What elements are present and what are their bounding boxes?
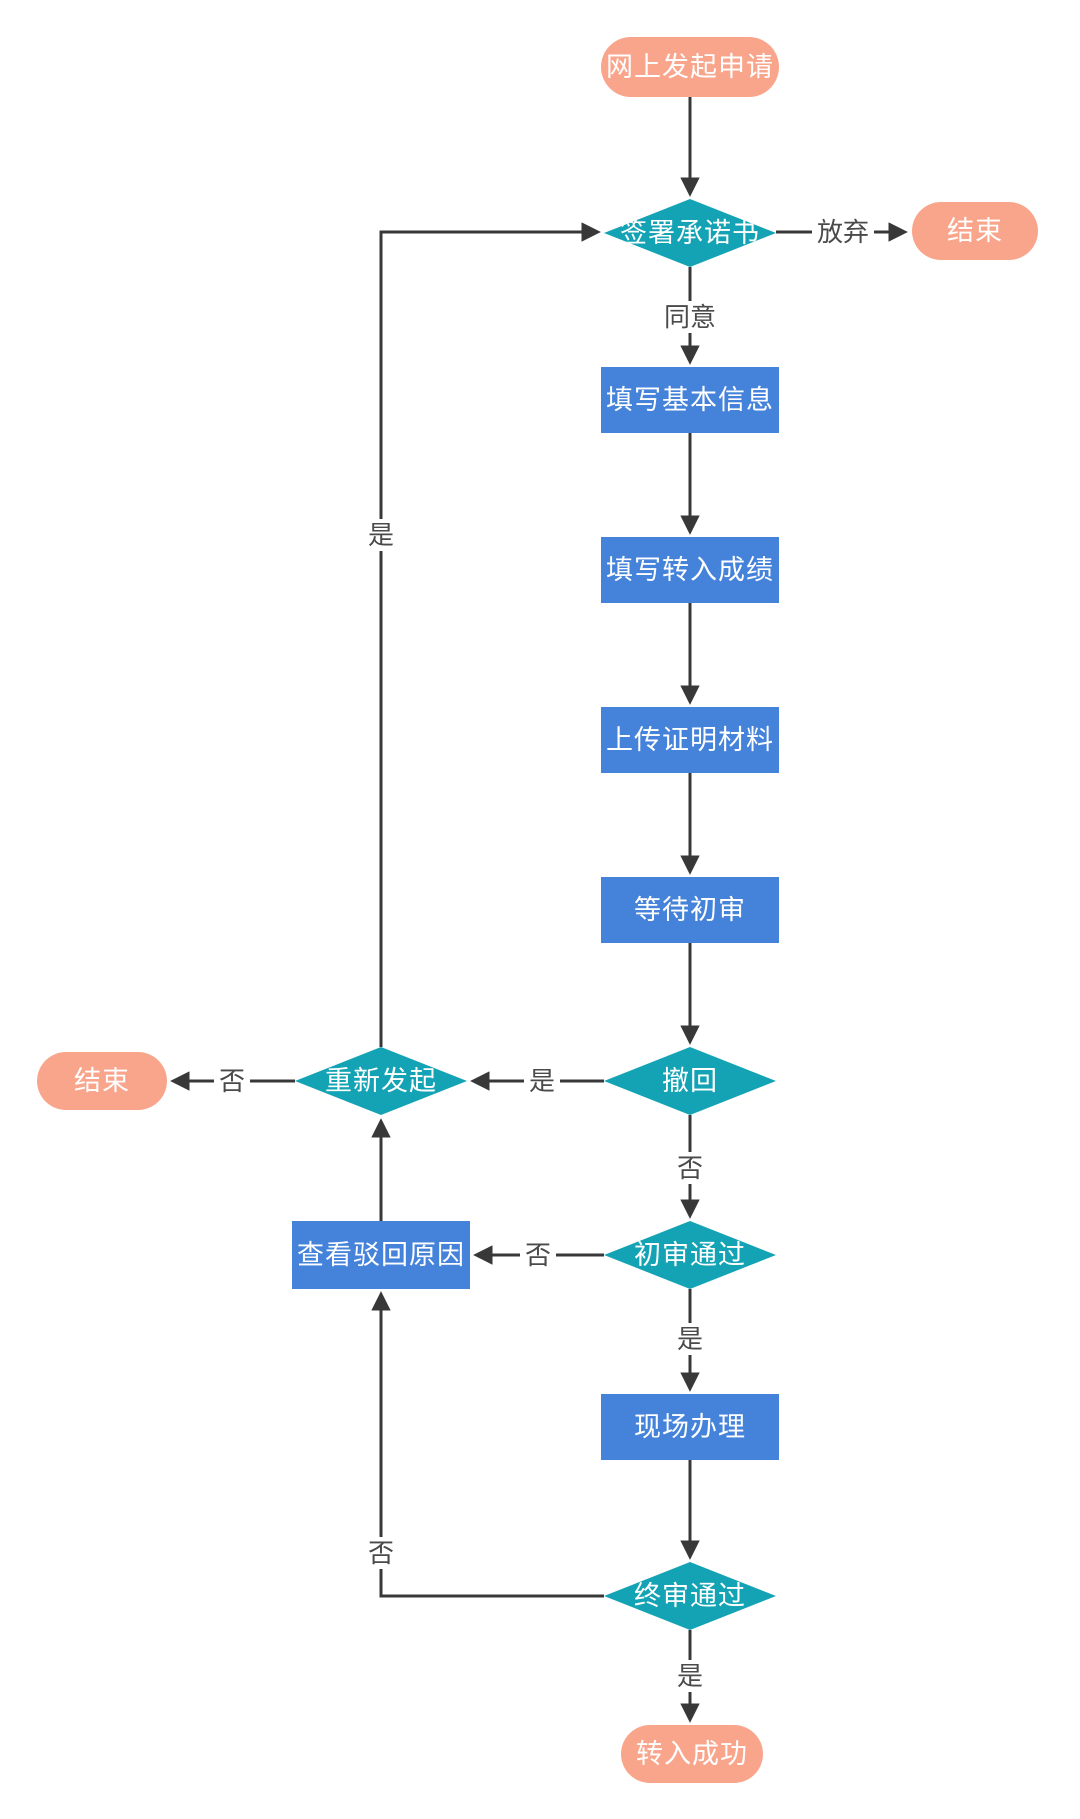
edge-label-withdraw-yes: 是 [523,1065,561,1097]
process-fill-basic-info: 填写基本信息 [601,367,779,433]
edge-label-final-review-no: 否 [362,1537,400,1569]
node-label: 现场办理 [634,1411,746,1442]
terminal-end-right: 结束 [912,202,1038,260]
node-label: 结束 [947,215,1003,246]
edge-final-review-to-view-reason [371,1291,604,1598]
node-label: 结束 [74,1065,130,1096]
process-onsite-handling: 现场办理 [601,1394,779,1460]
process-upload-proof-materials: 上传证明材料 [601,707,779,773]
node-label: 等待初审 [634,894,746,925]
node-label: 初审通过 [634,1239,746,1270]
node-label: 填写转入成绩 [606,554,774,585]
node-label: 网上发起申请 [606,51,774,82]
node-label: 上传证明材料 [606,724,774,755]
edge-label-restart-no: 否 [213,1065,251,1097]
process-fill-transfer-scores: 填写转入成绩 [601,537,779,603]
edge-label-final-review-yes: 是 [671,1660,709,1692]
edge-label-restart-yes: 是 [362,519,400,551]
edge-label-agree: 同意 [658,301,722,333]
node-label: 撤回 [662,1065,718,1096]
terminal-transfer-success: 转入成功 [621,1725,763,1783]
node-label: 填写基本信息 [606,384,774,415]
terminal-end-left: 结束 [37,1052,167,1110]
node-label: 重新发起 [325,1065,437,1096]
terminal-start-online-application: 网上发起申请 [601,37,779,97]
edge-label-abandon: 放弃 [811,216,875,248]
edge-label-first-review-yes: 是 [671,1323,709,1355]
edge-label-withdraw-no: 否 [671,1152,709,1184]
process-view-rejection-reason: 查看驳回原因 [292,1221,470,1289]
process-wait-initial-review: 等待初审 [601,877,779,943]
node-label: 转入成功 [636,1738,748,1769]
node-label: 查看驳回原因 [297,1239,465,1270]
node-label: 签署承诺书 [620,217,760,248]
node-label: 终审通过 [634,1580,746,1611]
edge-label-first-review-no: 否 [519,1239,557,1271]
edge-restart-to-sign [379,222,601,1047]
